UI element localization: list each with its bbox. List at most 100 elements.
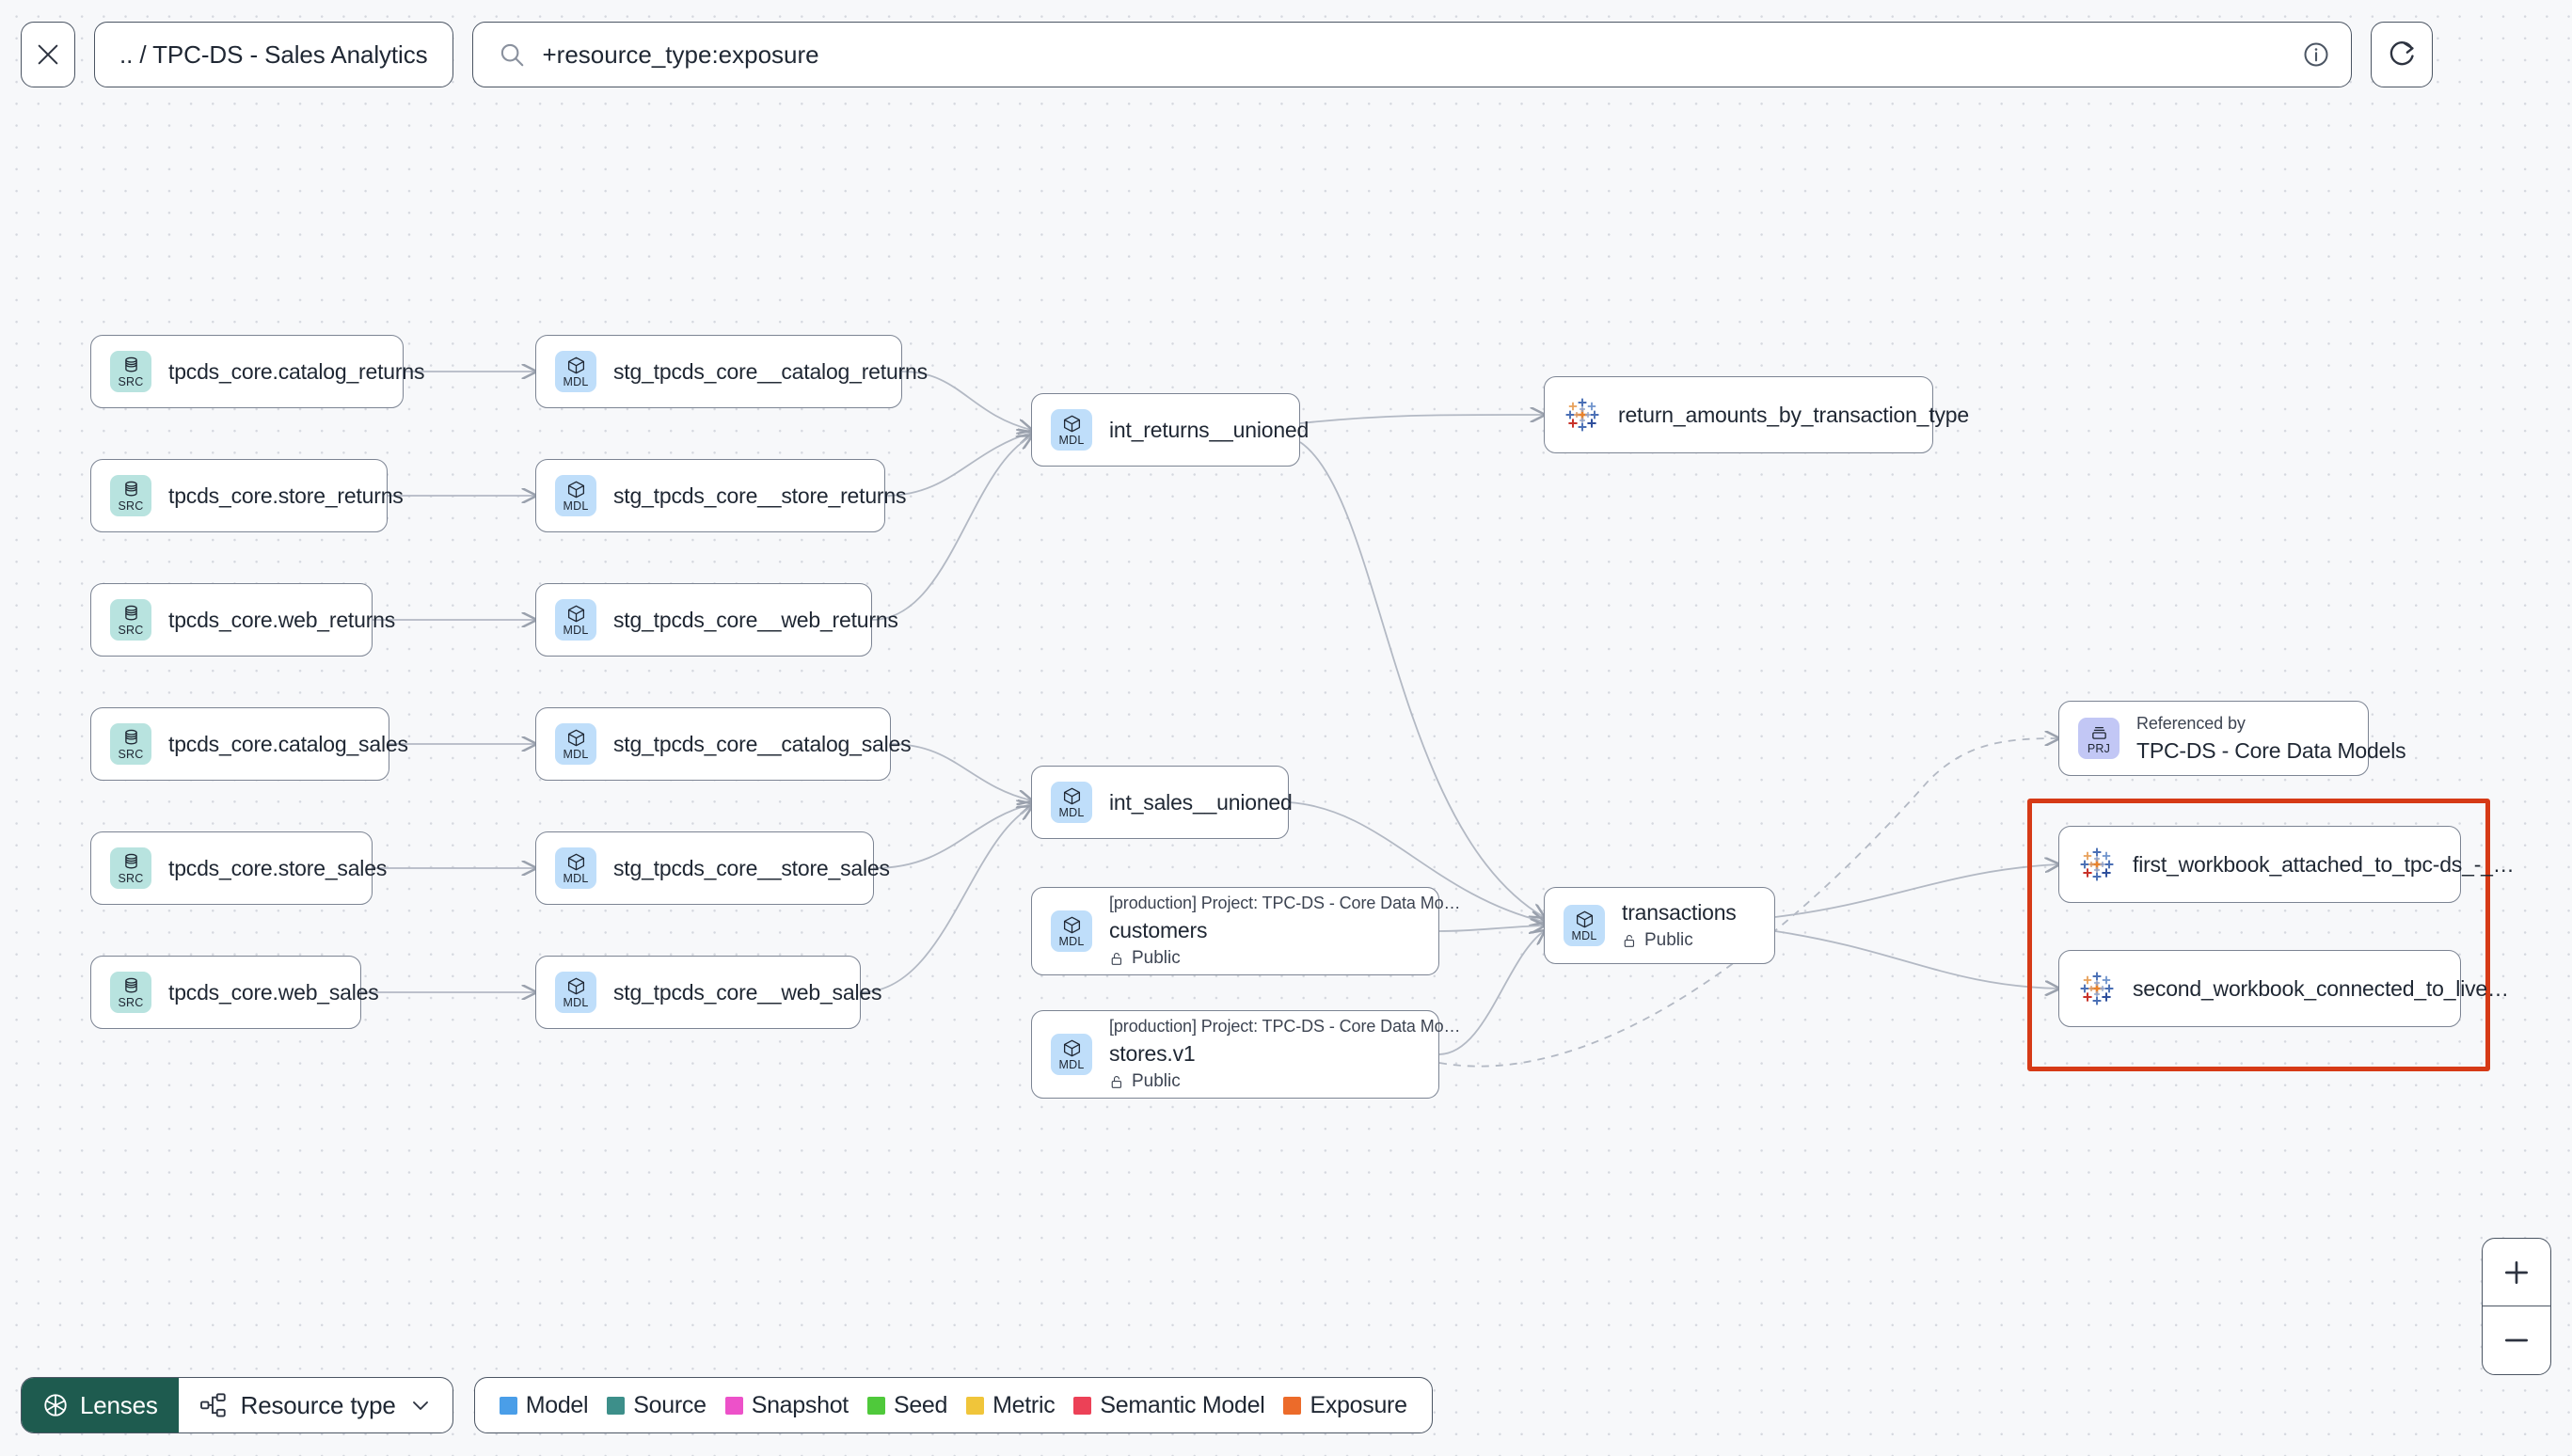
node-label: stg_tpcds_core__catalog_returns — [613, 358, 928, 384]
legend-label: Metric — [992, 1391, 1056, 1418]
node-type-badge-mdl: MDL — [1564, 905, 1605, 946]
graph-node-return_amounts[interactable]: return_amounts_by_transaction_type — [1544, 376, 1969, 453]
hierarchy-icon — [199, 1393, 226, 1417]
node-label: tpcds_core.store_sales — [168, 855, 388, 880]
node-type-badge-mdl: MDL — [1051, 409, 1092, 451]
node-body: stg_tpcds_core__catalog_returns — [613, 358, 928, 385]
node-type-badge-src: SRC — [110, 475, 151, 516]
database-icon — [124, 481, 137, 497]
legend-item-exposure[interactable]: Exposure — [1283, 1391, 1407, 1419]
node-type-badge-mdl: MDL — [555, 351, 596, 392]
node-label: stg_tpcds_core__web_returns — [613, 607, 898, 632]
node-visibility-label: Public — [1644, 930, 1693, 950]
cube-icon — [567, 356, 584, 374]
legend-item-seed[interactable]: Seed — [866, 1391, 948, 1419]
graph-node-src_store_returns[interactable]: SRC tpcds_core.store_returns — [90, 459, 404, 532]
exposure-icon — [2080, 847, 2114, 881]
resource-type-label: Resource type — [240, 1390, 396, 1419]
search-input[interactable] — [542, 40, 2285, 70]
legend-label: Seed — [893, 1391, 948, 1418]
node-type-tag: MDL — [563, 374, 589, 388]
node-label: tpcds_core.store_returns — [168, 483, 404, 508]
graph-node-src_web_returns[interactable]: SRC tpcds_core.web_returns — [90, 583, 396, 657]
node-body: stg_tpcds_core__store_returns — [613, 483, 906, 509]
refresh-icon — [2389, 41, 2414, 66]
graph-node-src_catalog_returns[interactable]: SRC tpcds_core.catalog_returns — [90, 335, 425, 408]
node-body: [production] Project: TPC-DS - Core Data… — [1109, 1017, 1461, 1092]
node-type-badge-src: SRC — [110, 599, 151, 641]
node-label: tpcds_core.catalog_sales — [168, 731, 408, 756]
refresh-button[interactable] — [2370, 22, 2433, 87]
node-body: tpcds_core.store_returns — [168, 483, 404, 509]
minus-icon — [2505, 1338, 2528, 1342]
node-type-badge-mdl: MDL — [1051, 1034, 1092, 1075]
search-bar[interactable] — [471, 22, 2352, 87]
chevron-down-icon — [412, 1401, 428, 1410]
close-button[interactable] — [21, 22, 75, 87]
node-visibility-label: Public — [1132, 948, 1181, 968]
node-body: tpcds_core.catalog_sales — [168, 731, 408, 757]
graph-node-stores_v1[interactable]: MDL [production] Project: TPC-DS - Core D… — [1031, 1010, 1461, 1099]
node-body: second_workbook_connected_to_live… — [2133, 976, 2509, 1002]
lenses-button[interactable]: Lenses — [22, 1378, 179, 1432]
info-icon[interactable] — [2302, 40, 2330, 69]
node-type-badge-mdl: MDL — [1051, 782, 1092, 823]
node-visibility-badge: Public — [1109, 948, 1420, 969]
legend-item-snapshot[interactable]: Snapshot — [724, 1392, 849, 1419]
unlock-icon — [1111, 952, 1122, 965]
legend-label: Exposure — [1310, 1391, 1407, 1418]
node-type-tag: SRC — [118, 374, 144, 388]
legend-label: Semantic Model — [1100, 1391, 1265, 1418]
graph-node-customers[interactable]: MDL[production] Project: TPC-DS - Core D… — [1031, 887, 1461, 975]
cube-icon — [1063, 787, 1080, 805]
node-type-badge-prj: PRJ — [2078, 718, 2120, 759]
legend-item-model[interactable]: Model — [499, 1392, 589, 1419]
lenses-control-group: Lenses Resource type — [21, 1377, 453, 1433]
breadcrumb[interactable]: .. / TPC-DS - Sales Analytics — [94, 22, 453, 87]
zoom-controls — [2482, 1238, 2551, 1375]
project-icon — [2091, 726, 2106, 739]
legend-item-semantic-model[interactable]: Semantic Model — [1073, 1391, 1265, 1419]
node-body: tpcds_core.web_sales — [168, 980, 379, 1005]
node-label: TPC-DS - Core Data Models — [2136, 737, 2406, 763]
legend-swatch — [1283, 1396, 1302, 1415]
legend-item-metric[interactable]: Metric — [966, 1391, 1056, 1419]
cube-icon — [567, 481, 584, 499]
node-body: tpcds_core.catalog_returns — [168, 358, 425, 385]
aperture-icon — [44, 1394, 67, 1416]
node-body: stg_tpcds_core__store_sales — [613, 856, 890, 881]
zoom-in-button[interactable] — [2483, 1239, 2550, 1306]
node-type-badge-mdl: MDL — [1051, 910, 1092, 952]
node-body: int_sales__unioned — [1109, 790, 1293, 815]
graph-node-int_sales_unioned[interactable]: MDL int_sales__unioned — [1031, 766, 1293, 839]
legend-item-source[interactable]: Source — [607, 1392, 707, 1419]
cube-icon — [1576, 910, 1593, 928]
node-type-tag: MDL — [1058, 1057, 1085, 1071]
node-label: customers — [1109, 918, 1208, 942]
graph-node-second_workbook[interactable]: second_workbook_connected_to_live… — [2058, 950, 2509, 1027]
legend-swatch — [499, 1396, 517, 1415]
graph-node-first_workbook[interactable]: first_workbook_attached_to_tpc-ds_-_… — [2058, 826, 2515, 903]
legend-swatch — [724, 1396, 743, 1415]
zoom-out-button[interactable] — [2483, 1306, 2550, 1374]
node-type-tag: MDL — [563, 747, 589, 761]
node-type-tag: MDL — [1058, 934, 1085, 948]
graph-node-stg_catalog_returns[interactable]: MDL stg_tpcds_core__catalog_returns — [535, 335, 928, 408]
node-label: tpcds_core.web_returns — [168, 607, 396, 632]
node-type-badge-src: SRC — [110, 351, 151, 392]
resource-type-dropdown[interactable]: Resource type — [179, 1378, 452, 1432]
node-label: tpcds_core.catalog_returns — [168, 358, 425, 384]
